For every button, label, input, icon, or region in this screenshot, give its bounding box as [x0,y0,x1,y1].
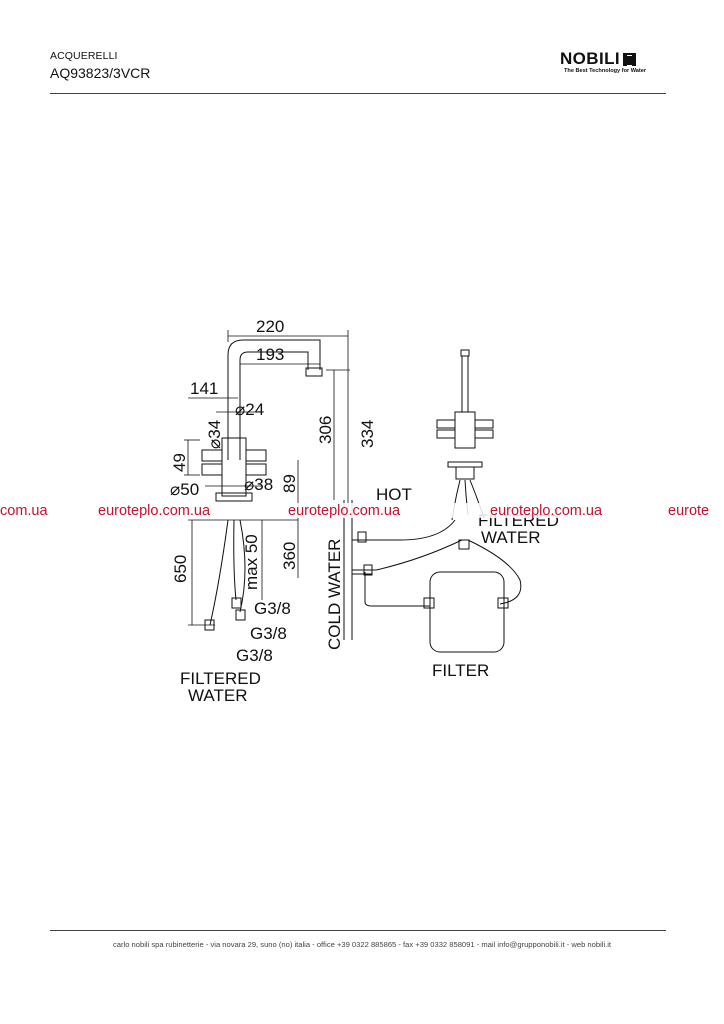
dim-141: 141 [190,379,218,398]
company-footer: carlo nobili spa rubinetterie - via nova… [112,940,612,949]
label-filtered-water-left-1: FILTERED [180,669,261,688]
dim-89: 89 [280,474,299,493]
dim-650: 650 [171,555,190,583]
dim-334: 334 [358,420,377,448]
product-series: ACQUERELLI [50,50,118,62]
dim-24: ⌀24 [235,400,264,419]
watermark-text-3: euroteplo.com.ua [288,503,401,519]
dim-49: 49 [170,453,189,472]
faucet-profile [201,339,323,631]
thread-3: G3/8 [236,646,273,665]
label-filter: FILTER [432,661,489,680]
dim-max50: max 50 [242,534,261,590]
thread-1: G3/8 [254,599,291,618]
dim-34: ⌀34 [205,420,224,449]
label-cold-water: COLD WATER [325,539,344,650]
label-hot: HOT [376,485,412,504]
watermark-text-5: eurote [668,503,709,519]
dim-306: 306 [316,416,335,444]
brand-logo: NOBILI The Best Technology for Water [560,49,672,74]
dim-38: ⌀38 [244,475,273,494]
label-filtered-water-left-2: WATER [188,686,248,705]
brand-name: NOBILI [560,49,621,68]
header-rule [50,93,666,94]
watermark-text-2: euroteplo.com.ua [98,503,211,519]
thread-2: G3/8 [250,624,287,643]
label-filtered-water-right-2: WATER [481,528,541,547]
brand-tagline: The Best Technology for Water [564,68,647,74]
watermark-text-1: com.ua [0,503,48,519]
watermark: com.ua euroteplo.com.ua euroteplo.com.ua… [0,503,724,519]
product-model: AQ93823/3VCR [50,65,151,81]
installation-view [343,349,522,653]
footer-rule [50,930,666,931]
dim-220: 220 [256,317,284,336]
dim-360: 360 [280,542,299,570]
watermark-text-4: euroteplo.com.ua [490,503,603,519]
dim-50: ⌀50 [170,480,199,499]
dim-193: 193 [256,345,284,364]
brand-mark-icon [623,52,637,66]
